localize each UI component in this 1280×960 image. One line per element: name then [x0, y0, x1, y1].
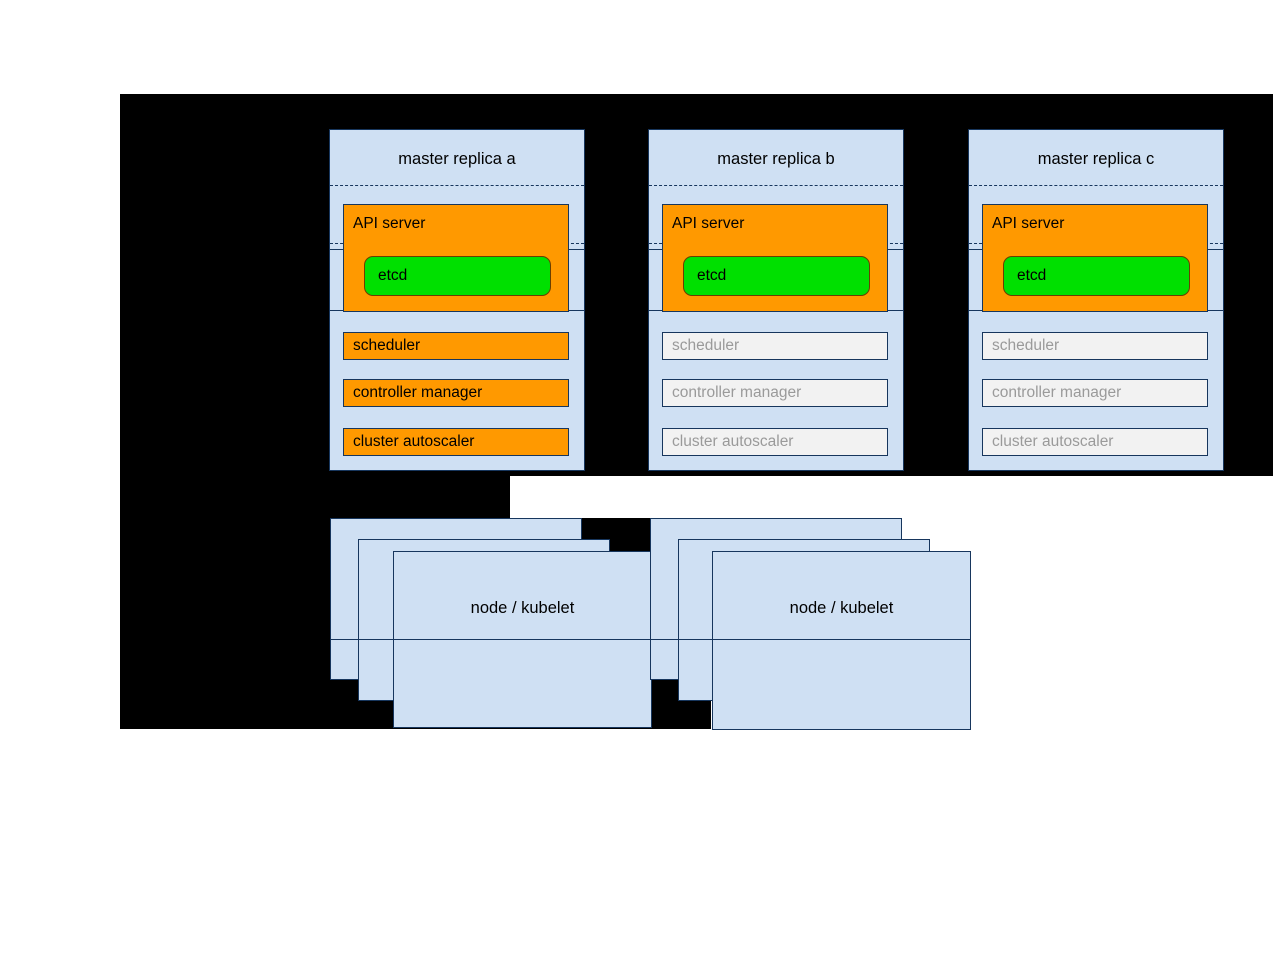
master-replica-c-card[interactable]: master replica c API server etcd schedul… — [968, 129, 1224, 471]
api-server-label-b: API server — [672, 215, 745, 232]
node-kubelet-label-right: node / kubelet — [789, 599, 894, 617]
api-server-block-b[interactable]: API server etcd — [662, 204, 888, 312]
scheduler-pill-b[interactable]: scheduler — [662, 332, 888, 360]
scheduler-pill-a[interactable]: scheduler — [343, 332, 569, 360]
node-rule-left — [330, 639, 652, 640]
master-replica-a-card[interactable]: master replica a API server etcd schedul… — [329, 129, 585, 471]
cluster-autoscaler-pill-c[interactable]: cluster autoscaler — [982, 428, 1208, 456]
master-replica-b-title: master replica b — [717, 150, 835, 168]
etcd-pill-c[interactable]: etcd — [1003, 256, 1190, 296]
cluster-autoscaler-pill-b[interactable]: cluster autoscaler — [662, 428, 888, 456]
backdrop-left-notch — [120, 476, 510, 518]
node-kubelet-card-right-front[interactable]: node / kubelet — [712, 551, 971, 730]
master-replica-b-card[interactable]: master replica b API server etcd schedul… — [648, 129, 904, 471]
scheduler-pill-c[interactable]: scheduler — [982, 332, 1208, 360]
controller-manager-pill-b[interactable]: controller manager — [662, 379, 888, 407]
api-server-block-c[interactable]: API server etcd — [982, 204, 1208, 312]
etcd-pill-a[interactable]: etcd — [364, 256, 551, 296]
controller-manager-pill-c[interactable]: controller manager — [982, 379, 1208, 407]
master-replica-a-title: master replica a — [398, 150, 516, 168]
replica-c-rule-dashed-top — [969, 185, 1223, 186]
api-server-label-c: API server — [992, 215, 1065, 232]
node-kubelet-label-left: node / kubelet — [470, 599, 575, 617]
cluster-autoscaler-pill-a[interactable]: cluster autoscaler — [343, 428, 569, 456]
node-rule-right — [650, 639, 971, 640]
master-replica-c-title: master replica c — [1037, 150, 1155, 168]
api-server-label-a: API server — [353, 215, 426, 232]
controller-manager-pill-a[interactable]: controller manager — [343, 379, 569, 407]
replica-b-rule-dashed-top — [649, 185, 903, 186]
api-server-block-a[interactable]: API server etcd — [343, 204, 569, 312]
etcd-pill-b[interactable]: etcd — [683, 256, 870, 296]
replica-a-rule-dashed-top — [330, 185, 584, 186]
